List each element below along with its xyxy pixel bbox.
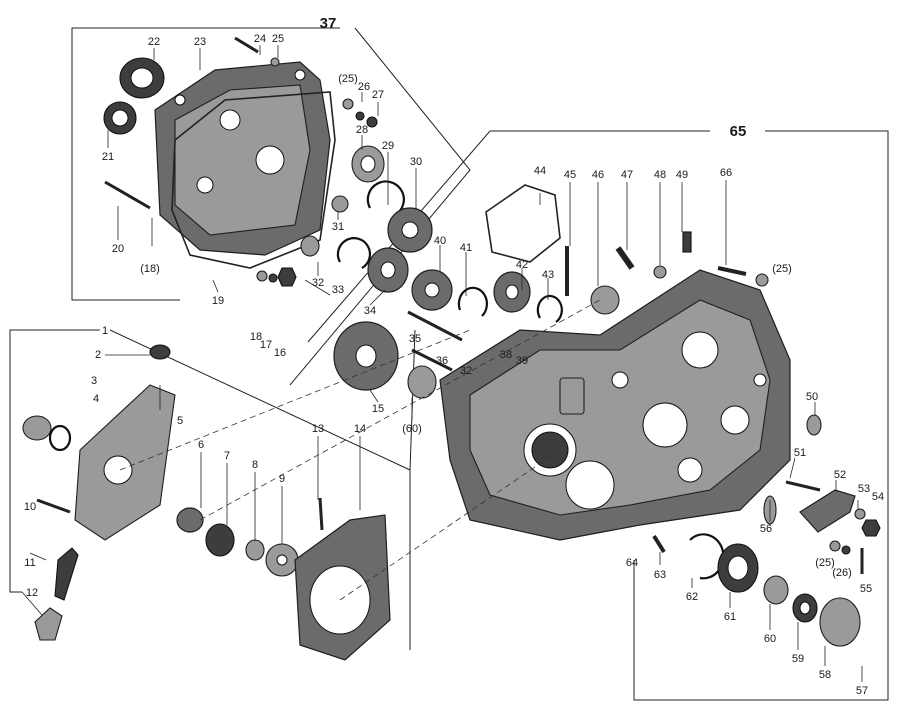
callout-38: 38	[500, 349, 512, 361]
callout-62: 62	[686, 591, 698, 603]
callout-18: 18	[250, 331, 262, 343]
callout-50: 50	[806, 391, 818, 403]
crankcase-cover	[154, 61, 331, 256]
callout-65: 65	[730, 123, 747, 140]
callout-59: 59	[792, 653, 804, 665]
callout-44: 44	[534, 165, 546, 177]
callout-13: 13	[312, 423, 324, 435]
callout-45: 45	[564, 169, 576, 181]
callout-3: 3	[91, 375, 97, 387]
callout-60p: (60)	[402, 423, 422, 435]
callout-28: 28	[356, 124, 368, 136]
callout-10: 10	[24, 501, 36, 513]
callout-labels: 37 65 1 22 23 24 25 (25) 26 27 28 29 30 …	[24, 15, 884, 697]
callout-14: 14	[354, 423, 366, 435]
callout-55: 55	[860, 583, 872, 595]
cover-gasket	[171, 91, 336, 269]
side-cover-group	[22, 344, 391, 661]
callout-39: 39	[516, 355, 528, 367]
cover-bolts	[104, 36, 378, 287]
callout-52: 52	[834, 469, 846, 481]
crankcase-small-parts	[485, 184, 881, 647]
callout-57: 57	[856, 685, 868, 697]
callout-40: 40	[434, 235, 446, 247]
callout-35: 35	[409, 333, 421, 345]
callout-26: 26	[358, 81, 370, 93]
callout-36: 36	[436, 355, 448, 367]
callout-20: 20	[112, 243, 124, 255]
callout-22: 22	[148, 36, 160, 48]
callout-23: 23	[194, 36, 206, 48]
callout-26p: (26)	[832, 567, 852, 579]
bearings-and-circlips-left	[300, 145, 563, 399]
callout-11: 11	[24, 557, 35, 569]
callout-18p: (18)	[140, 263, 160, 275]
callout-43: 43	[542, 269, 554, 281]
callout-6: 6	[198, 439, 204, 451]
group-1-frame	[9, 329, 416, 650]
callout-53: 53	[858, 483, 870, 495]
callout-64: 64	[626, 557, 638, 569]
callout-32b: 32	[460, 365, 472, 377]
callout-58: 58	[819, 669, 831, 681]
callout-8: 8	[252, 459, 258, 471]
callout-46: 46	[592, 169, 604, 181]
callout-31: 31	[332, 221, 344, 233]
callout-25p-b: (25)	[772, 263, 792, 275]
callout-24: 24	[254, 33, 266, 45]
callout-29: 29	[382, 140, 394, 152]
callout-41: 41	[460, 242, 472, 254]
callout-61: 61	[724, 611, 736, 623]
callout-56: 56	[760, 523, 772, 535]
callout-16: 16	[274, 347, 286, 359]
dashed-centerlines	[119, 299, 601, 601]
callout-12: 12	[26, 587, 38, 599]
callout-42: 42	[516, 259, 528, 271]
main-crankcase	[439, 269, 791, 541]
callout-34: 34	[364, 305, 376, 317]
oil-seals-21-22	[103, 57, 165, 135]
callout-7: 7	[224, 450, 230, 462]
callout-49: 49	[676, 169, 688, 181]
callout-66: 66	[720, 167, 732, 179]
callout-25p-a: (25)	[338, 73, 358, 85]
callout-30: 30	[410, 156, 422, 168]
group-37-frame	[71, 27, 471, 386]
callout-33: 33	[332, 284, 344, 296]
callout-60: 60	[764, 633, 776, 645]
callout-21: 21	[102, 151, 114, 163]
callout-54: 54	[872, 491, 884, 503]
callout-19: 19	[212, 295, 224, 307]
callout-15: 15	[372, 403, 384, 415]
callout-27: 27	[372, 89, 384, 101]
callout-5: 5	[177, 415, 183, 427]
callout-25p-c: (25)	[815, 557, 835, 569]
callout-63: 63	[654, 569, 666, 581]
callout-1: 1	[102, 325, 108, 337]
callout-37: 37	[320, 15, 337, 32]
callout-32: 32	[312, 277, 324, 289]
callout-51: 51	[794, 447, 806, 459]
callout-25: 25	[272, 33, 284, 45]
callout-47: 47	[621, 169, 633, 181]
callout-17: 17	[260, 339, 272, 351]
callout-48: 48	[654, 169, 666, 181]
callout-2: 2	[95, 349, 101, 361]
callout-9: 9	[279, 473, 285, 485]
callout-leaders	[21, 45, 863, 682]
callout-4: 4	[93, 393, 99, 405]
